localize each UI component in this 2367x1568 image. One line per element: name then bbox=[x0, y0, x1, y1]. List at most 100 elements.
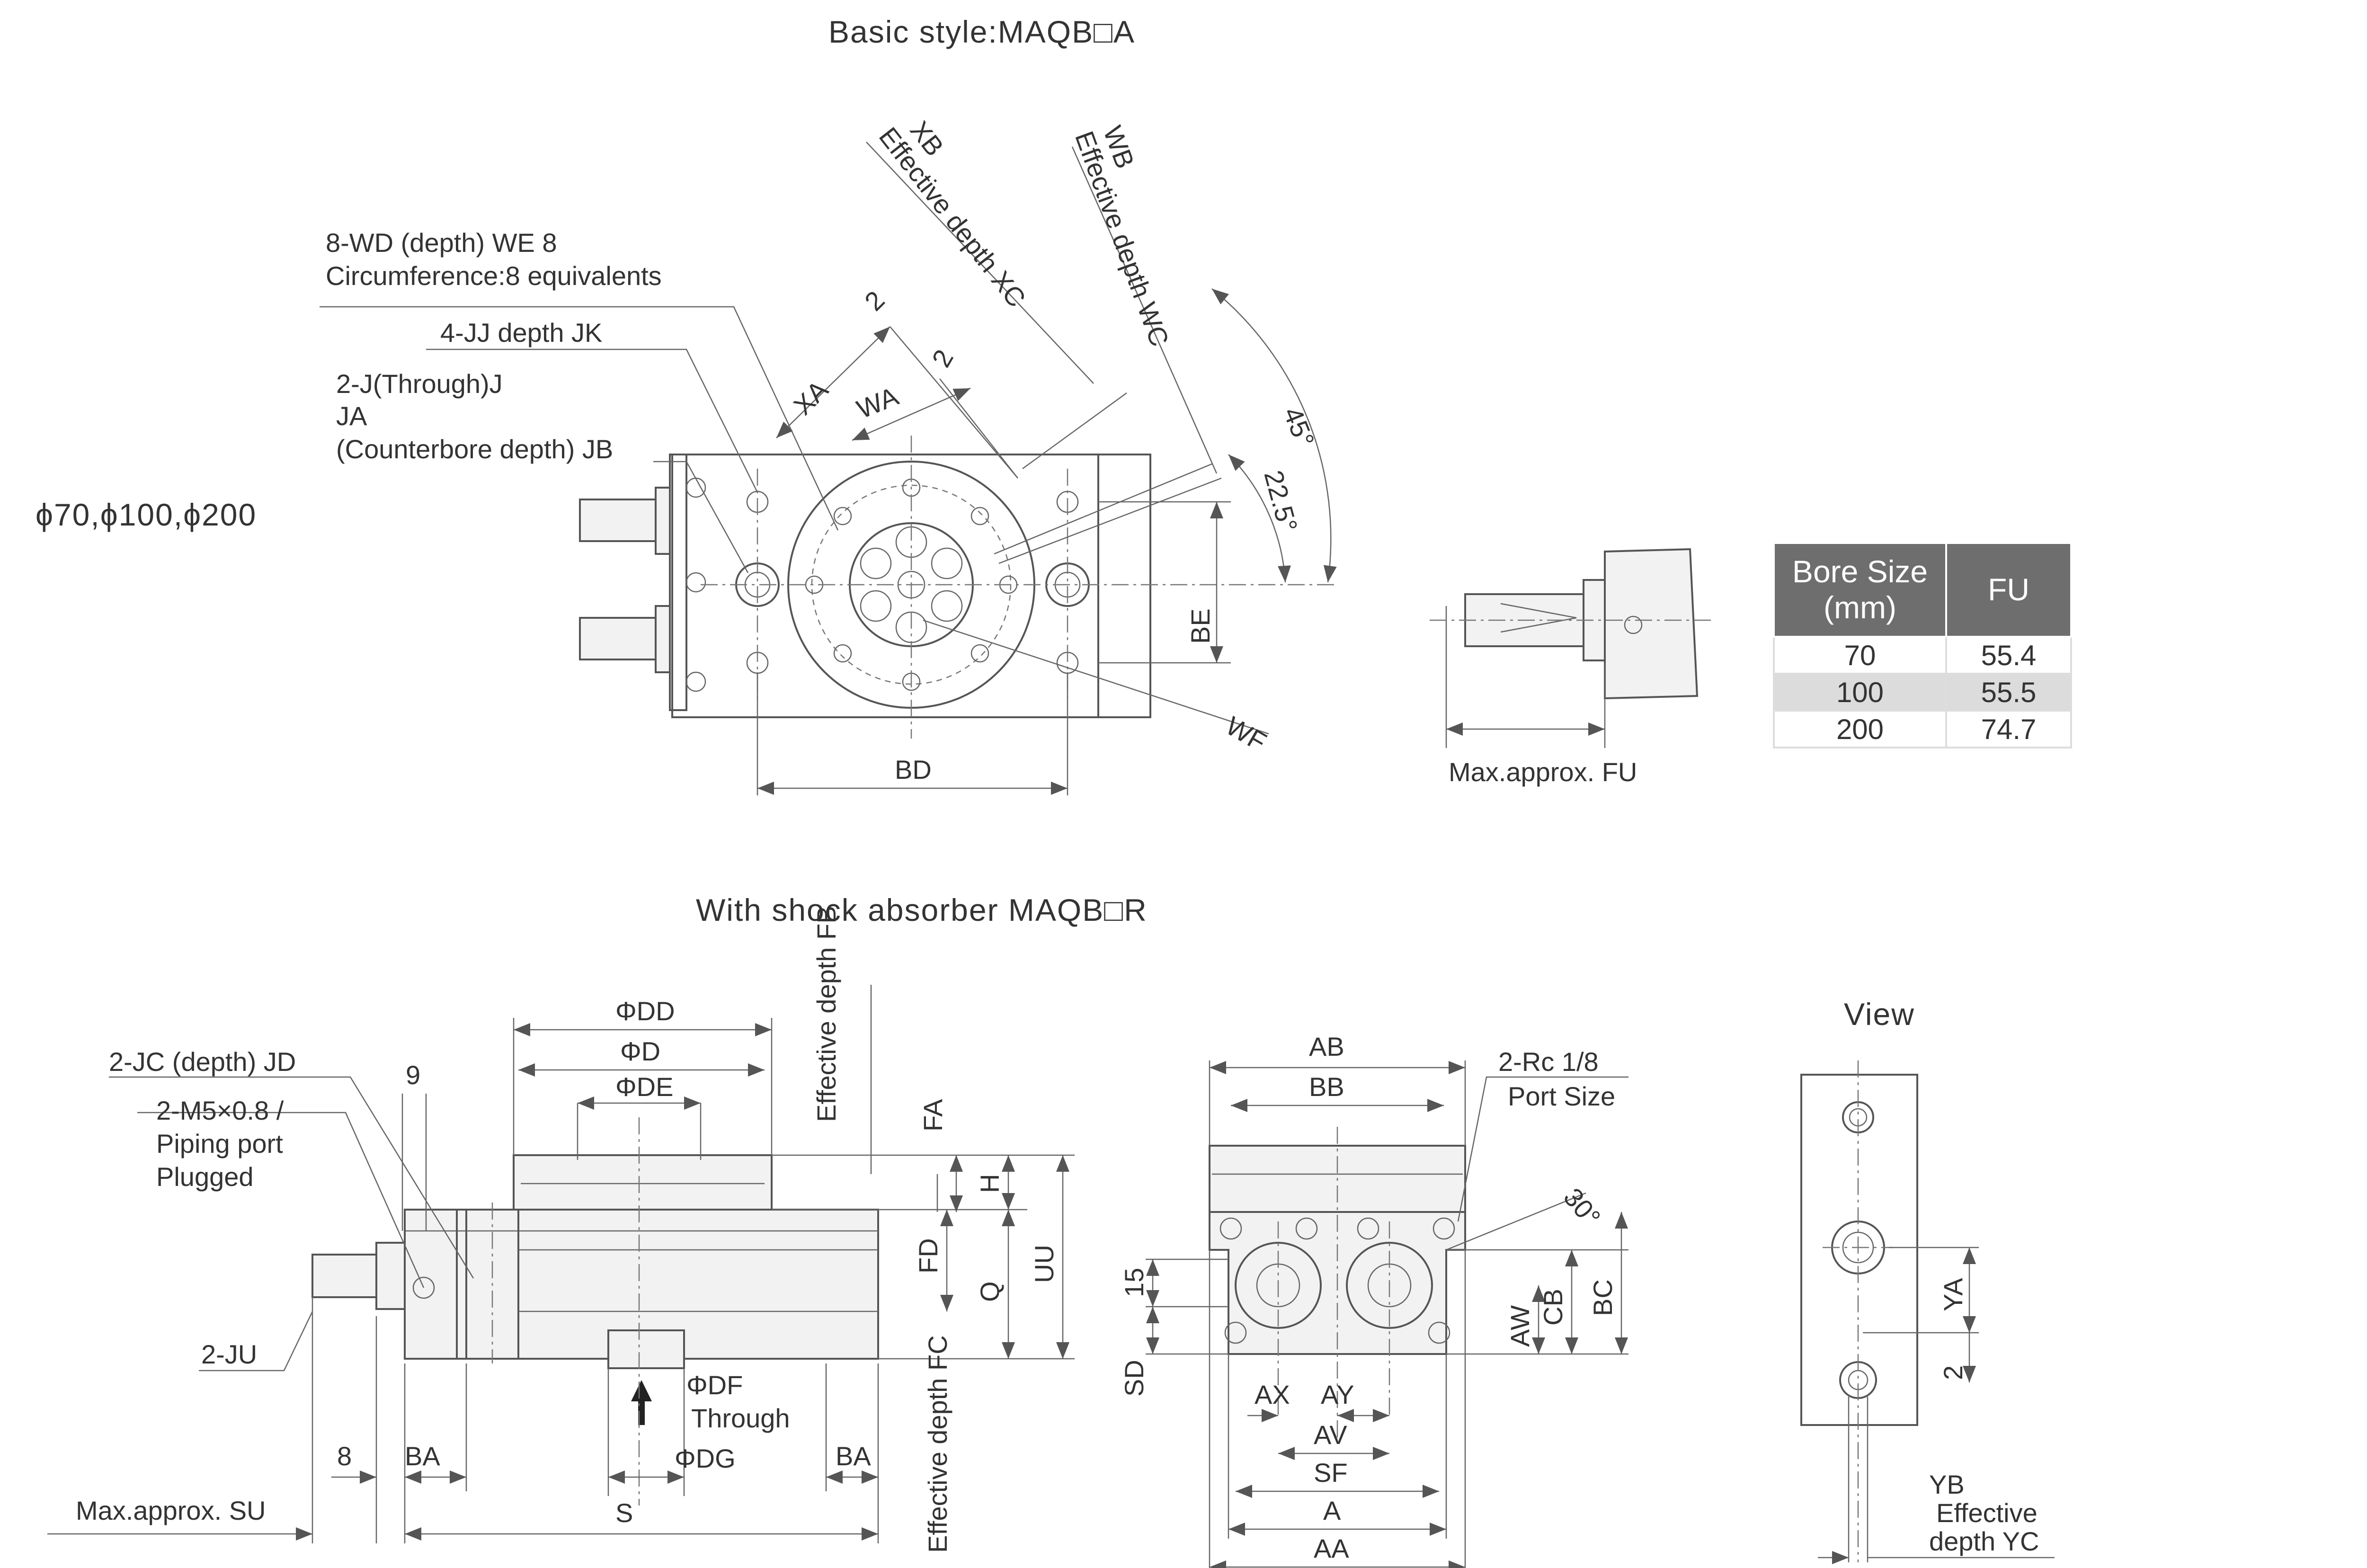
dim-xa bbox=[776, 326, 890, 438]
side-view: ΦDD ΦD ΦDE Effective depth FB FA H FD Q … bbox=[47, 906, 1075, 1553]
screw-icon bbox=[685, 671, 706, 692]
top-body-outline bbox=[671, 454, 1151, 718]
view-plate bbox=[1800, 1074, 1918, 1426]
label-two-a: 2 bbox=[859, 285, 890, 317]
leader-jj bbox=[426, 348, 758, 493]
leader-ju bbox=[199, 1311, 313, 1372]
pcd-hole bbox=[970, 507, 989, 526]
label-yc: depth YC bbox=[1929, 1526, 2039, 1556]
hub-hole bbox=[860, 590, 892, 622]
shock-rod bbox=[311, 1254, 377, 1298]
pcd-hole bbox=[833, 507, 852, 526]
front-port-left bbox=[1235, 1242, 1322, 1329]
port-face-view: YA 2 YB Effective depth YC bbox=[1800, 1060, 2055, 1564]
label-ba-2: BA bbox=[836, 1441, 871, 1471]
label-fu: Max.approx. FU bbox=[1449, 757, 1637, 787]
piping-port bbox=[412, 1276, 435, 1299]
fu-table-cell: 200 bbox=[1773, 710, 1947, 748]
label-nine: 9 bbox=[406, 1060, 420, 1090]
label-wf: WF bbox=[1221, 711, 1272, 757]
fu-table-header-row: Bore Size (mm) FU bbox=[1773, 542, 2072, 638]
arc-22-5 bbox=[1228, 454, 1291, 583]
pcd-hole bbox=[970, 644, 989, 663]
label-piping: Piping port bbox=[156, 1129, 283, 1158]
leader-j bbox=[653, 461, 749, 573]
label-plugged: Plugged bbox=[156, 1162, 254, 1192]
label-dg: ΦDG bbox=[675, 1443, 736, 1473]
screw-icon bbox=[1357, 1217, 1379, 1240]
label-be: BE bbox=[1185, 608, 1215, 644]
label-yb-effective: Effective bbox=[1936, 1498, 2038, 1528]
label-wd: 8-WD (depth) WE 8 bbox=[326, 228, 557, 258]
label-30-deg: 30° bbox=[1558, 1182, 1607, 1232]
fu-table-cell: 100 bbox=[1773, 673, 1947, 712]
label-fa: FA bbox=[918, 1099, 948, 1131]
label-cb: CB bbox=[1538, 1289, 1568, 1326]
front-view: AB BB 2-Rc 1/8 Port Size 30° 15 SD AW CB… bbox=[1119, 1032, 1628, 1568]
label-j: 2-J(Through)J bbox=[336, 369, 503, 399]
label-ju: 2-JU bbox=[201, 1339, 257, 1369]
fu-table-cell: 55.5 bbox=[1945, 673, 2072, 712]
leader-jc bbox=[109, 1076, 474, 1279]
label-a: A bbox=[1323, 1496, 1341, 1525]
leader-m5 bbox=[137, 1112, 425, 1288]
label-s: S bbox=[615, 1498, 633, 1528]
label-fb: Effective depth FB bbox=[811, 906, 841, 1122]
leader-wf bbox=[923, 619, 1269, 735]
label-h: H bbox=[975, 1174, 1005, 1193]
label-22-5-deg: 22.5° bbox=[1258, 467, 1303, 535]
label-through: Through bbox=[691, 1403, 790, 1433]
label-view-two: 2 bbox=[1938, 1365, 1968, 1380]
label-ba: BA bbox=[405, 1441, 440, 1471]
hub-hole bbox=[931, 547, 963, 579]
label-av: AV bbox=[1314, 1420, 1347, 1450]
leader-wb bbox=[1071, 146, 1218, 474]
side-end-cap-2 bbox=[456, 1209, 519, 1360]
label-15: 15 bbox=[1119, 1268, 1149, 1297]
top-port-lower bbox=[579, 617, 657, 660]
label-aa: AA bbox=[1314, 1533, 1349, 1563]
label-bd: BD bbox=[895, 755, 932, 784]
label-port-size: Port Size bbox=[1508, 1081, 1615, 1111]
label-bb: BB bbox=[1309, 1072, 1344, 1102]
label-dd: ΦDD bbox=[615, 996, 675, 1026]
bore-sizes-label: ϕ70,ϕ100,ϕ200 bbox=[36, 497, 257, 532]
fu-table-cell: 70 bbox=[1773, 636, 1947, 675]
leader-rc bbox=[1457, 1076, 1628, 1222]
label-ya: YA bbox=[1938, 1278, 1968, 1311]
label-jj: 4-JJ depth JK bbox=[440, 318, 602, 347]
label-jb: (Counterbore depth) JB bbox=[336, 434, 613, 464]
arc-45 bbox=[1211, 288, 1337, 583]
label-fd: FD bbox=[913, 1238, 943, 1274]
screw-icon bbox=[1433, 1217, 1455, 1240]
label-m5: 2-M5×0.8 / bbox=[156, 1096, 284, 1125]
label-ja: JA bbox=[336, 401, 367, 431]
label-xb-effective: Effective depth XC bbox=[873, 122, 1032, 312]
screw-icon bbox=[1224, 1321, 1247, 1344]
label-rc: 2-Rc 1/8 bbox=[1498, 1047, 1599, 1077]
label-two-b: 2 bbox=[926, 345, 959, 372]
fu-table: Bore Size (mm) FU 70 55.4 100 55.5 200 7… bbox=[1773, 542, 2072, 748]
title-view: View bbox=[1844, 997, 1915, 1032]
top-port-upper-nut bbox=[655, 487, 671, 555]
ext-30-deg bbox=[1446, 1192, 1586, 1251]
label-eight: 8 bbox=[337, 1441, 352, 1471]
label-ab: AB bbox=[1309, 1032, 1344, 1061]
label-fc: Effective depth FC bbox=[923, 1335, 952, 1553]
side-bottom-shaft bbox=[607, 1329, 685, 1369]
fu-body bbox=[1604, 548, 1699, 700]
slot-line bbox=[998, 477, 1222, 564]
air-flow-arrow-icon bbox=[631, 1380, 652, 1425]
view-port-inner bbox=[1842, 1231, 1874, 1264]
label-uu: UU bbox=[1029, 1245, 1059, 1283]
label-xa: XA bbox=[788, 374, 834, 421]
title-basic-style: Basic style:MAQB□A bbox=[828, 14, 1135, 49]
label-yb: YB bbox=[1929, 1470, 1965, 1499]
label-d: ΦD bbox=[620, 1036, 660, 1066]
fu-table-header-fu: FU bbox=[1945, 542, 2072, 638]
screw-icon bbox=[1428, 1321, 1450, 1344]
screw-icon bbox=[1219, 1217, 1242, 1240]
label-df: ΦDF bbox=[686, 1370, 743, 1400]
label-jc: 2-JC (depth) JD bbox=[109, 1047, 296, 1077]
